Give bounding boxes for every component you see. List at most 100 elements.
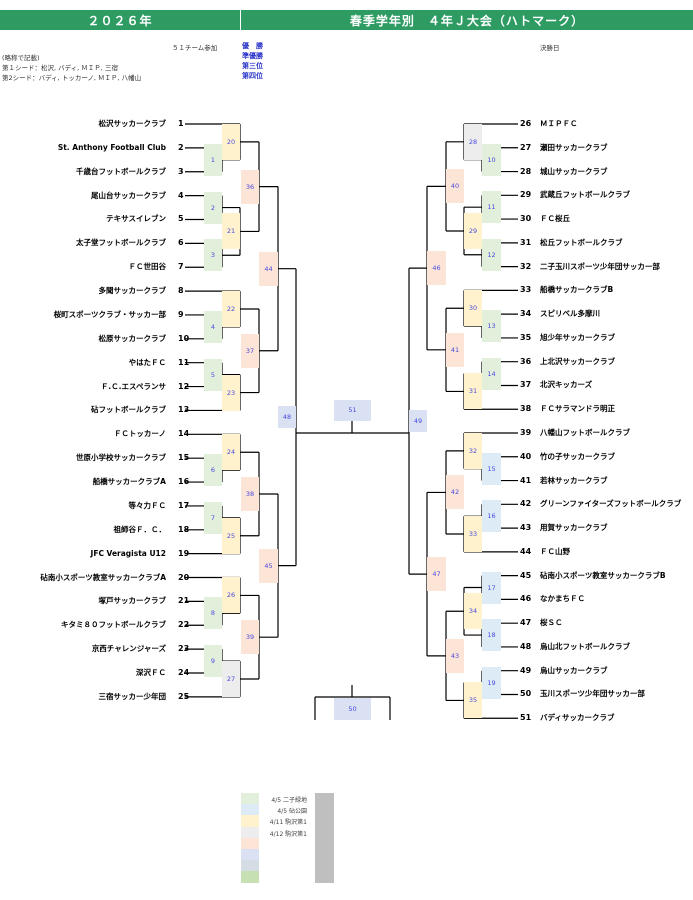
match-18[interactable]: 18	[482, 619, 501, 652]
match-15[interactable]: 15	[482, 452, 501, 485]
match-2[interactable]: 2	[204, 191, 222, 224]
match-20[interactable]: 20	[222, 123, 240, 160]
match-49[interactable]: 49	[409, 410, 427, 433]
match-47[interactable]: 47	[427, 557, 446, 592]
team-name: ＦＣ山野	[540, 546, 570, 556]
match-36[interactable]: 36	[241, 169, 259, 204]
match-32[interactable]: 32	[464, 432, 482, 469]
match-43[interactable]: 43	[446, 638, 464, 673]
team-number: 1	[178, 119, 184, 128]
match-41[interactable]: 41	[446, 332, 464, 367]
legend-swatch	[241, 837, 259, 849]
team-name: 世原小学校サッカークラブ	[76, 453, 166, 463]
match-19[interactable]: 19	[482, 666, 501, 699]
match-40[interactable]: 40	[446, 169, 464, 204]
match-13[interactable]: 13	[482, 310, 501, 343]
match-27[interactable]: 27	[222, 660, 240, 697]
match-42[interactable]: 42	[446, 475, 464, 510]
team-name: 松沢サッカークラブ	[98, 119, 167, 128]
match-7[interactable]: 7	[204, 501, 222, 534]
match-37[interactable]: 37	[241, 333, 259, 368]
match-5[interactable]: 5	[204, 358, 222, 391]
match-11[interactable]: 11	[482, 191, 501, 224]
legend-swatch	[241, 849, 259, 861]
team-name: テキサスイレブン	[106, 214, 166, 224]
team-name: 旭少年サッカークラブ	[540, 332, 615, 342]
team-name: St. Anthony Football Club	[57, 142, 166, 152]
match-46[interactable]: 46	[427, 251, 446, 286]
match-45[interactable]: 45	[259, 548, 278, 583]
team-number: 5	[178, 214, 184, 224]
team-number: 44	[520, 546, 532, 556]
team-number: 31	[520, 237, 532, 247]
team-number: 32	[520, 261, 532, 271]
match-17[interactable]: 17	[482, 571, 501, 604]
match-8[interactable]: 8	[204, 597, 222, 630]
match-9[interactable]: 9	[204, 645, 222, 678]
team-number: 38	[520, 404, 532, 414]
match-33[interactable]: 33	[464, 516, 482, 553]
match-39[interactable]: 39	[241, 620, 259, 655]
match-25[interactable]: 25	[222, 517, 240, 554]
team-name: キタミ８０フットボールクラブ	[61, 620, 166, 630]
team-name: 松丘フットボールクラブ	[540, 237, 623, 247]
legend-swatch	[241, 793, 259, 805]
team-number: 22	[178, 620, 190, 630]
match-21[interactable]: 21	[222, 213, 240, 250]
team-name: 八幡山フットボールクラブ	[540, 428, 630, 437]
match-6[interactable]: 6	[204, 454, 222, 487]
team-number: 15	[178, 453, 190, 463]
team-name: ＭＩＰＦＣ	[540, 119, 578, 128]
match-29[interactable]: 29	[464, 212, 482, 249]
match-1[interactable]: 1	[204, 143, 222, 176]
team-name: 桜町スポーツクラブ・サッカー部	[53, 309, 166, 319]
match-10[interactable]: 10	[482, 143, 501, 176]
match-26[interactable]: 26	[222, 577, 240, 614]
match-14[interactable]: 14	[482, 357, 501, 390]
match-38[interactable]: 38	[241, 476, 259, 511]
team-number: 30	[520, 214, 532, 224]
match-23[interactable]: 23	[222, 374, 240, 411]
legend-label: 4/5 砧公園	[277, 808, 307, 816]
team-name: 塚戸サッカークラブ	[98, 596, 167, 606]
match-50[interactable]: 50	[334, 698, 371, 720]
match-3[interactable]: 3	[204, 239, 222, 272]
match-44[interactable]: 44	[259, 251, 278, 286]
team-name: 船橋サッカークラブB	[540, 285, 614, 295]
legend-grey-bar	[315, 793, 334, 883]
match-30[interactable]: 30	[464, 290, 482, 327]
match-22[interactable]: 22	[222, 290, 240, 327]
rank-third: 第三位	[242, 62, 263, 70]
match-35[interactable]: 35	[464, 682, 482, 719]
match-16[interactable]: 16	[482, 500, 501, 533]
match-34[interactable]: 34	[464, 593, 482, 630]
team-number: 9	[178, 309, 184, 319]
team-number: 11	[178, 357, 190, 367]
match-48[interactable]: 48	[278, 406, 296, 429]
team-name: 竹の子サッカークラブ	[540, 451, 615, 461]
team-number: 13	[178, 405, 190, 415]
team-number: 47	[520, 618, 532, 628]
team-number: 27	[520, 142, 532, 152]
team-name: なかまちＦＣ	[540, 594, 585, 604]
team-name: 若林サッカークラブ	[540, 475, 608, 485]
team-name: やはたＦＣ	[128, 357, 166, 367]
match-12[interactable]: 12	[482, 238, 501, 271]
teams-count-note: ５１チーム参加	[172, 44, 218, 52]
team-name: 砧南小スポーツ教室サッカークラブA	[40, 572, 166, 582]
match-4[interactable]: 4	[204, 310, 222, 343]
abbrev-note: (略称で記載)	[2, 54, 40, 62]
match-24[interactable]: 24	[222, 434, 240, 471]
team-name: 等々力ＦＣ	[128, 500, 167, 510]
team-name: バディサッカークラブ	[540, 713, 615, 723]
team-name: スピリベル多摩川	[540, 309, 600, 319]
team-number: 49	[520, 665, 532, 675]
match-51[interactable]: 51	[334, 399, 371, 421]
team-name: 瀬田サッカークラブ	[540, 142, 608, 152]
team-name: 三宿サッカー少年団	[98, 691, 167, 701]
match-28[interactable]: 28	[464, 123, 482, 160]
match-31[interactable]: 31	[464, 373, 482, 410]
rank-champion: 優 勝	[242, 42, 263, 50]
seed1-note: 第１シード：松沢, バディ, ＭＩＰ, 三宿	[2, 64, 118, 72]
